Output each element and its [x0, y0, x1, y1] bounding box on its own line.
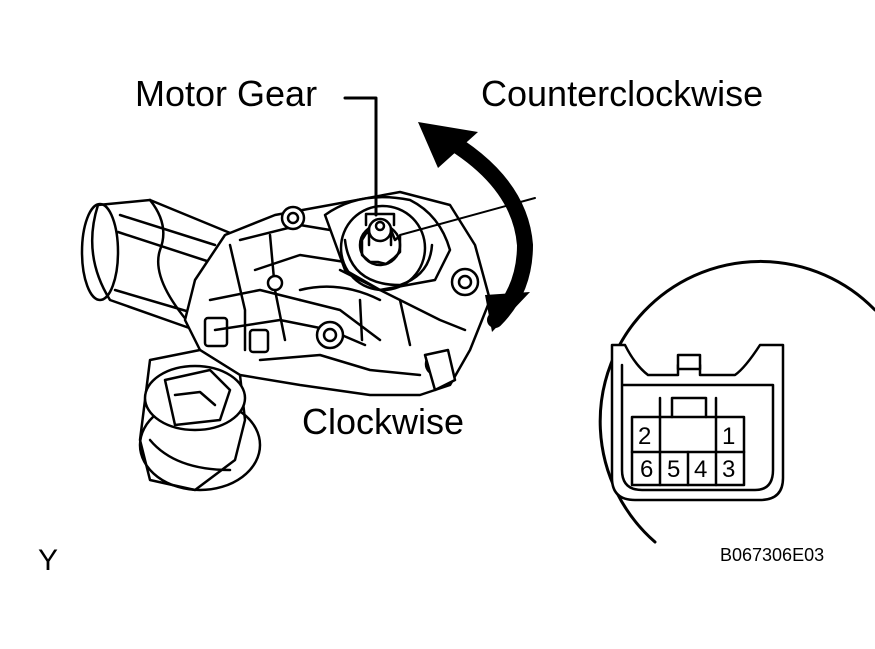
- rotation-arrow: [418, 122, 533, 332]
- motor-gear: [323, 195, 452, 292]
- clockwise-label: Clockwise: [302, 401, 465, 442]
- connector-view: [598, 259, 875, 544]
- view-letter: Y: [38, 544, 59, 577]
- figure-code: B067306E03: [720, 545, 825, 565]
- pin-label: 5: [667, 456, 681, 483]
- pin-label: 2: [638, 423, 652, 450]
- pin-label: 4: [694, 456, 708, 483]
- housing-lug: [423, 348, 457, 392]
- pin-label: 6: [640, 456, 654, 483]
- counterclockwise-label: Counterclockwise: [481, 73, 764, 114]
- pin-label: 3: [722, 456, 736, 483]
- output-spool: [138, 348, 262, 492]
- motor-gear-label: Motor Gear: [135, 73, 318, 114]
- pin-label: 1: [722, 423, 736, 450]
